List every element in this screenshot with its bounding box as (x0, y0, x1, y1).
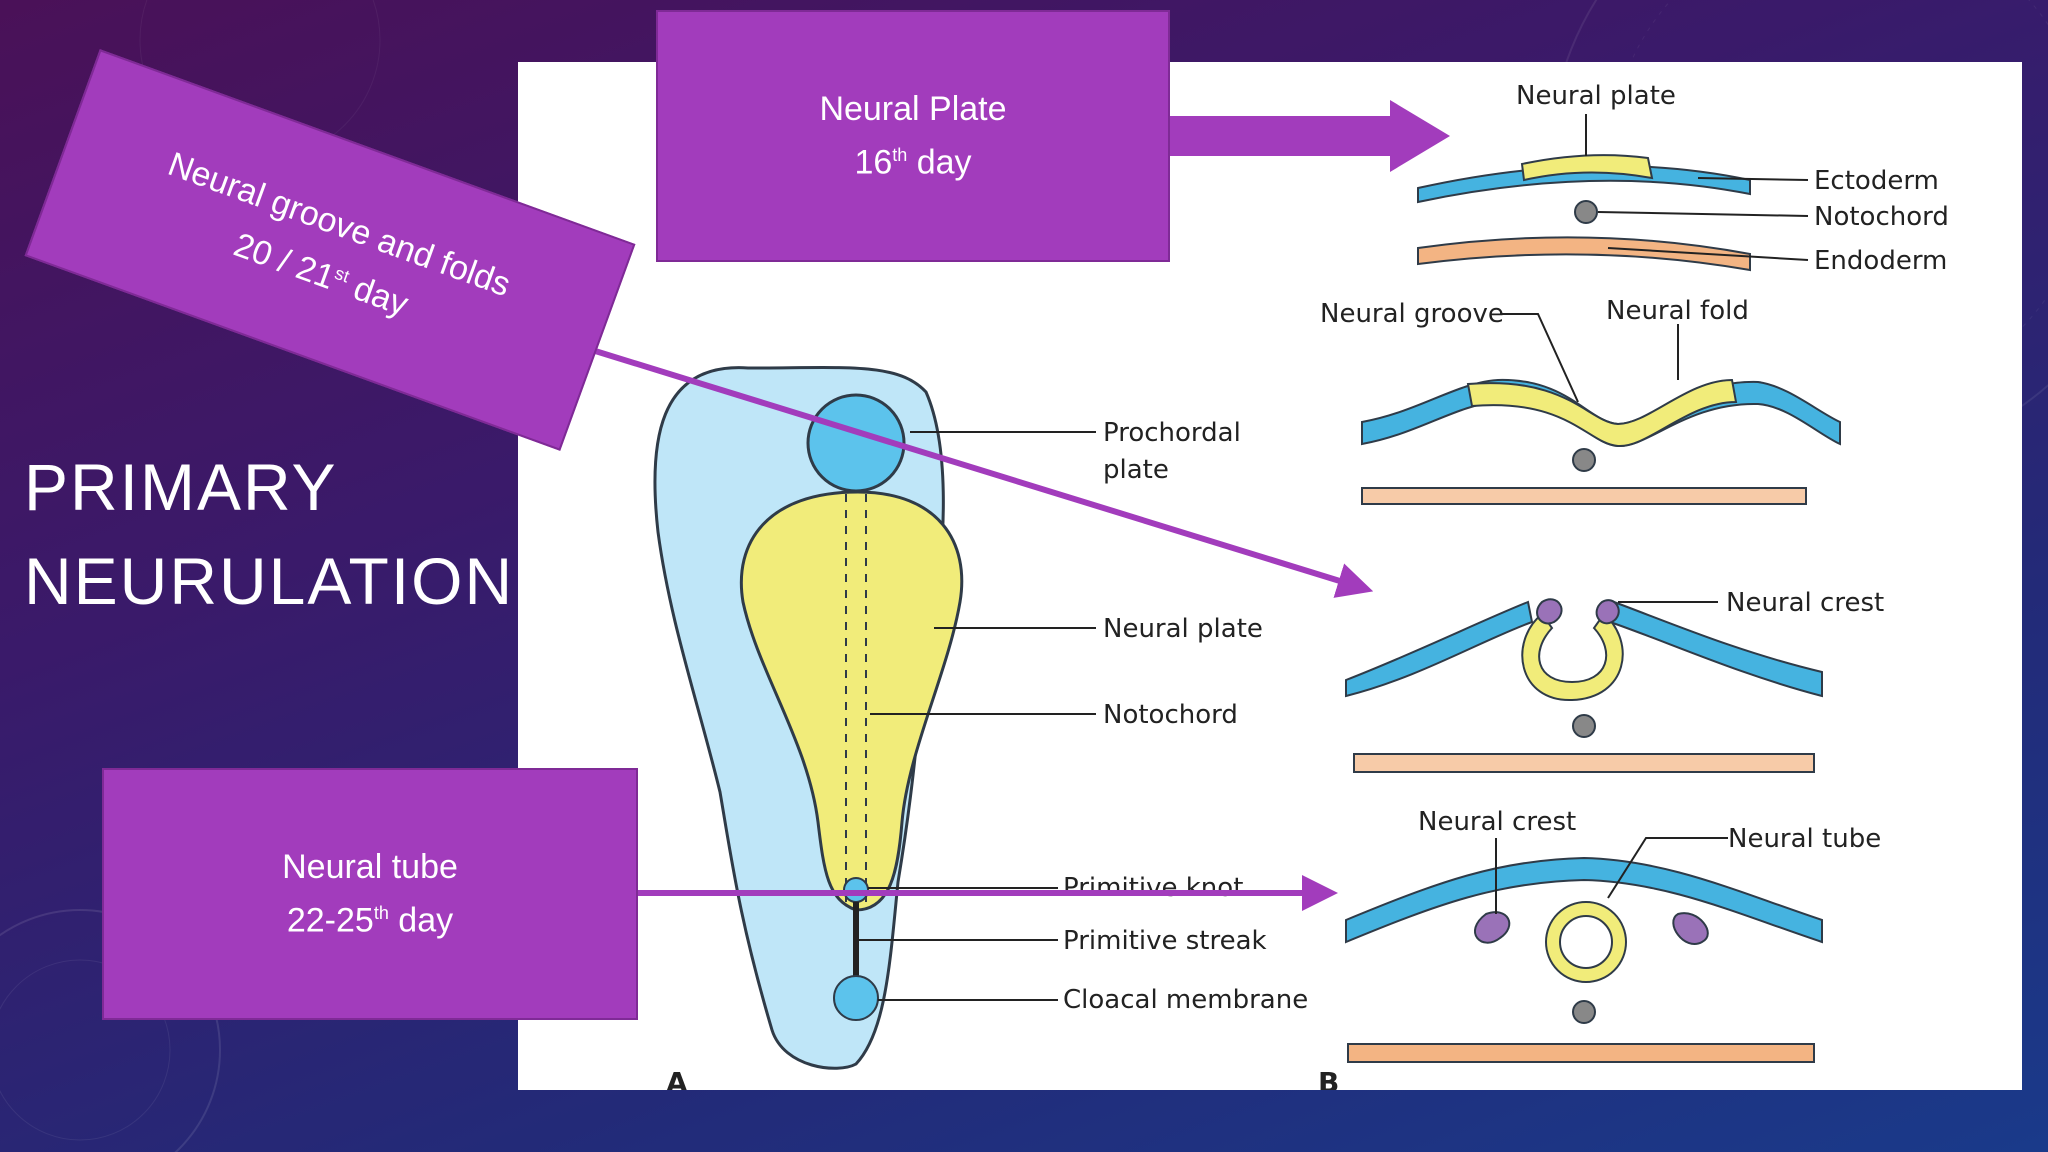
label-cloacal-membrane: Cloacal membrane (1063, 985, 1308, 1015)
neural-fold-u (1521, 612, 1624, 702)
section-neural-groove: Neural groove Neural fold (1320, 296, 1841, 505)
section-neural-tube: Neural crest Neural tube (1345, 807, 1881, 1063)
callout-neural-tube: Neural tube 22-25th day (102, 768, 638, 1020)
slide-title: PRIMARY NEURULATION (24, 440, 515, 628)
ectoderm-right-3 (1608, 600, 1823, 698)
label-neural-plate-a: Neural plate (1103, 614, 1263, 644)
label-notochord-a: Notochord (1103, 700, 1238, 730)
endoderm-band-2 (1361, 487, 1807, 505)
slide-title-line2: NEURULATION (24, 544, 515, 618)
leader-endoderm (1607, 247, 1809, 261)
endoderm-flat (1417, 236, 1751, 272)
endoderm-band-3 (1353, 753, 1815, 773)
neural-crest-right-4 (1672, 912, 1709, 945)
figure-a-embryonic-disc: Prochordal plate Neural plate Notochord … (653, 366, 1308, 1090)
callout-neural-plate-name: Neural Plate (819, 90, 1007, 129)
label-neural-tube: Neural tube (1728, 824, 1881, 854)
notochord-dot-3 (1572, 714, 1596, 738)
label-neural-groove: Neural groove (1320, 299, 1504, 329)
label-neural-fold: Neural fold (1606, 296, 1749, 326)
figure-letter-b: B (1318, 1066, 1339, 1090)
notochord-dot-4 (1572, 1000, 1596, 1024)
label-ectoderm: Ectoderm (1814, 166, 1939, 196)
neural-plate-segment (1520, 154, 1654, 182)
callout-neural-tube-day: 22-25th day (286, 901, 454, 940)
label-notochord-b: Notochord (1814, 202, 1949, 232)
ectoderm-left-3 (1345, 600, 1534, 698)
neural-crest-right-3 (1595, 599, 1620, 625)
label-neural-crest-1: Neural crest (1726, 588, 1884, 618)
section-neural-folds-closing: Neural crest (1345, 588, 1884, 773)
ectoderm-arch-4 (1345, 856, 1823, 944)
primitive-knot-circle (843, 877, 869, 903)
callout-neural-plate-day: 16th day (854, 143, 972, 182)
figure-b-cross-sections: Neural plate Ectoderm Notochord Endoderm… (1318, 81, 1949, 1090)
label-endoderm: Endoderm (1814, 246, 1947, 276)
leader-ectoderm (1697, 177, 1809, 181)
neural-crest-left-4 (1474, 911, 1511, 944)
leader-neural-tube (1607, 837, 1728, 899)
label-prochordal-line2: plate (1103, 455, 1169, 485)
label-neural-crest-2: Neural crest (1418, 807, 1576, 837)
section-neural-plate: Neural plate Ectoderm Notochord Endoderm (1417, 81, 1949, 276)
callout-neural-plate: Neural Plate 16th day (656, 10, 1170, 262)
notochord-dot-2 (1572, 448, 1596, 472)
notochord-dot-1 (1574, 200, 1598, 224)
label-prochordal-line1: Prochordal (1103, 418, 1241, 448)
label-neural-plate-b: Neural plate (1516, 81, 1676, 111)
figure-letter-a: A (666, 1066, 688, 1090)
label-primitive-knot: Primitive knot (1063, 873, 1243, 903)
cloacal-membrane-circle (833, 975, 879, 1021)
callout-neural-tube-name: Neural tube (282, 848, 458, 887)
leader-neural-groove (1500, 313, 1579, 403)
neural-groove-yellow (1466, 378, 1738, 448)
slide-title-line1: PRIMARY (24, 450, 338, 524)
neural-tube-lumen (1559, 915, 1613, 969)
leader-notochord-b (1597, 211, 1809, 217)
endoderm-band-4 (1347, 1043, 1815, 1063)
label-primitive-streak: Primitive streak (1063, 926, 1267, 956)
prochordal-plate-circle (806, 393, 906, 493)
neural-crest-left-3 (1536, 598, 1563, 625)
